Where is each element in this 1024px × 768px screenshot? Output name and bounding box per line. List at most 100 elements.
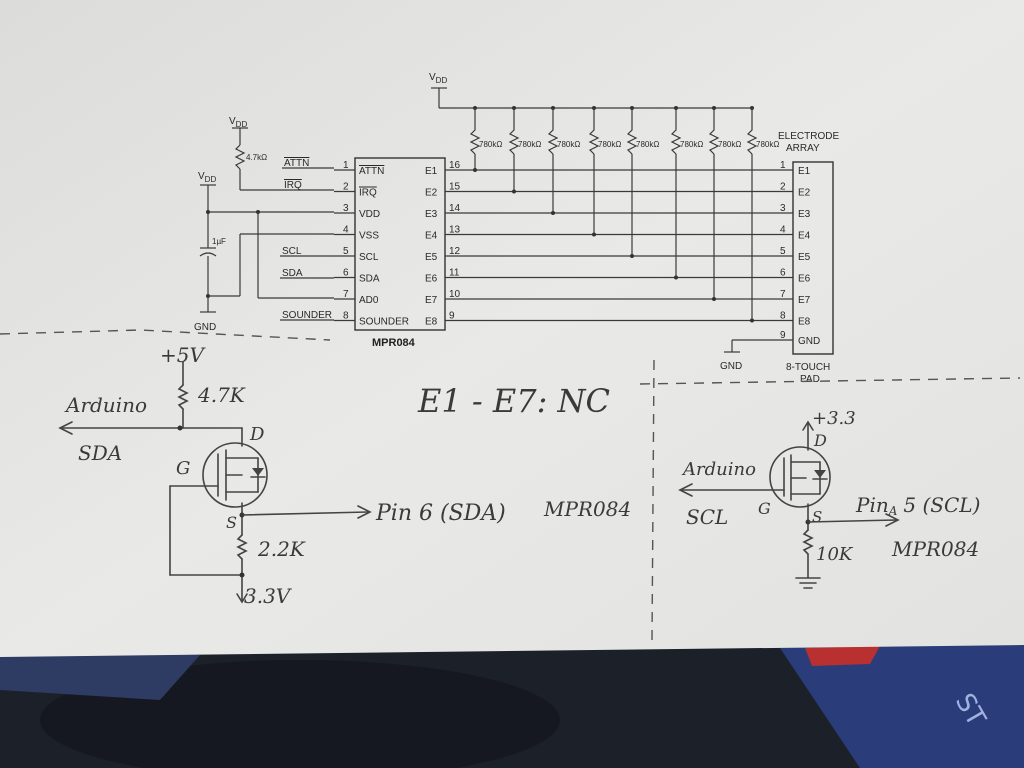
- arrow-to-pin5: [885, 513, 900, 527]
- resistor-value-E8: 780kΩ: [756, 140, 779, 149]
- resistor-E1: [469, 108, 481, 155]
- mosfet-right: [769, 446, 831, 508]
- pad-pin-num-2: 2: [780, 182, 786, 193]
- mpr084-label-right: MPR084: [891, 537, 979, 561]
- drain-label-right: D: [813, 431, 827, 450]
- mpr084-label-left: MPR084: [543, 497, 631, 521]
- chip-pin-num-12: 12: [449, 246, 461, 257]
- chip-pin-name-E2: E2: [425, 188, 438, 199]
- pad-pin-num-5: 5: [780, 246, 786, 257]
- pad-pin-name-7: E7: [798, 295, 811, 306]
- arrow-supply-right: [802, 420, 814, 431]
- red-patch: [805, 646, 880, 666]
- resistor-value-E2: 780kΩ: [518, 140, 541, 149]
- dashed-divider-top-right: [639, 377, 1021, 385]
- printed-schematic: VDD 4.7kΩ ATTN IRQ VDD 1µF GND SCL: [194, 72, 839, 385]
- pad-pin-name-4: E4: [798, 231, 811, 242]
- gate-label-right: G: [758, 499, 771, 518]
- chip-pin-num-7: 7: [343, 289, 349, 300]
- chip-pin-name-3: VDD: [359, 209, 380, 220]
- pad-pin-name-3: E3: [798, 209, 811, 220]
- chip-pin-name-E5: E5: [425, 252, 438, 263]
- gate-label-left: G: [176, 458, 190, 479]
- arrow-to-pin6: [357, 505, 372, 519]
- net-sda: SDA: [282, 268, 303, 279]
- cloth-left: [0, 650, 200, 700]
- resistor-E7: [708, 108, 720, 155]
- chip-pin-num-2: 2: [343, 182, 349, 193]
- vdd-label-bus: VDD: [429, 72, 447, 85]
- nc-note: E1 - E7: NC: [417, 382, 610, 420]
- vdd-label-cap: VDD: [198, 171, 216, 184]
- gnd-label-left: GND: [194, 322, 216, 333]
- pad-pin-name-8: E8: [798, 317, 811, 328]
- chip-pin-name-7: AD0: [359, 295, 379, 306]
- chip-pin-name-E8: E8: [425, 317, 438, 328]
- chip-pin-num-1: 1: [343, 160, 349, 171]
- array-title-2: ARRAY: [786, 143, 820, 154]
- touch-pad-box: [792, 161, 834, 355]
- chip-pin-name-E4: E4: [425, 231, 438, 242]
- resistor-E8: [746, 108, 758, 155]
- pad-pin-name-9: GND: [798, 336, 820, 347]
- pad-pin-name-6: E6: [798, 274, 811, 285]
- net-irq: IRQ: [284, 180, 302, 191]
- chip-pin-name-8: SOUNDER: [359, 317, 409, 328]
- chip-pin-name-E3: E3: [425, 209, 438, 220]
- handwritten-annotations: +5V 4.7K Arduino SDA D G S Pin 6 (SDA) M…: [0, 329, 1021, 641]
- pad-pin-num-6: 6: [780, 268, 786, 279]
- vdd-label-pullup: VDD: [229, 116, 247, 129]
- chip-pin-name-6: SDA: [359, 274, 380, 285]
- pullup-value: 4.7kΩ: [246, 153, 267, 162]
- resistor-value-E3: 780kΩ: [557, 140, 580, 149]
- mosfet-left: [202, 442, 268, 508]
- net-sounder: SOUNDER: [282, 310, 332, 321]
- pad-title-2: PAD: [800, 374, 820, 385]
- source-label-right: S: [812, 508, 822, 526]
- chip-pin-num-6: 6: [343, 268, 349, 279]
- resistor-E5: [626, 108, 638, 155]
- resistor-10k-label: 10K: [816, 544, 854, 565]
- pad-pin-num-4: 4: [780, 225, 786, 236]
- pin6-sda-label: Pin 6 (SDA): [375, 501, 506, 526]
- arrow-to-arduino-sda: [58, 421, 73, 435]
- chip-pin-num-13: 13: [449, 225, 461, 236]
- chip-pin-name-E7: E7: [425, 295, 438, 306]
- resistor-value-E5: 780kΩ: [636, 140, 659, 149]
- resistor-value-E7: 780kΩ: [718, 140, 741, 149]
- pad-pin-num-8: 8: [780, 311, 786, 322]
- net-scl: SCL: [282, 246, 302, 257]
- arduino-label-right: Arduino: [681, 459, 756, 480]
- chip-pin-num-8: 8: [343, 311, 349, 322]
- resistor-2k2: [236, 534, 248, 560]
- pad-pin-num-3: 3: [780, 203, 786, 214]
- resistor-value-E4: 780kΩ: [598, 140, 621, 149]
- trace-junction-E3: [551, 211, 555, 215]
- drain-label-left: D: [249, 424, 265, 445]
- resistor-4k7-label: 4.7K: [197, 383, 246, 407]
- resistor-E2: [508, 108, 520, 155]
- chip-pin-num-11: 11: [449, 268, 460, 279]
- pad-pin-num-1: 1: [780, 160, 786, 171]
- resistor-2k2-label: 2.2K: [257, 537, 306, 561]
- gnd-label-pad: GND: [720, 361, 742, 372]
- chip-pin-num-5: 5: [343, 246, 349, 257]
- resistor-value-E1: 780kΩ: [479, 140, 502, 149]
- pad-pin-num-9: 9: [780, 330, 786, 341]
- pad-pin-num-7: 7: [780, 289, 786, 300]
- net-attn: ATTN: [284, 158, 309, 169]
- body-diode-right: [814, 470, 826, 478]
- trace-junction-E8: [750, 318, 754, 323]
- pad-pin-name-5: E5: [798, 252, 811, 263]
- resistor-10k: [802, 529, 814, 555]
- chip-pin-num-16: 16: [449, 160, 461, 171]
- trace-junction-E7: [712, 297, 716, 301]
- arrow-to-3v3: [236, 593, 248, 604]
- pad-pin-name-1: E1: [798, 166, 811, 177]
- array-title-1: ELECTRODE: [778, 131, 839, 142]
- resistor-E3: [547, 108, 559, 155]
